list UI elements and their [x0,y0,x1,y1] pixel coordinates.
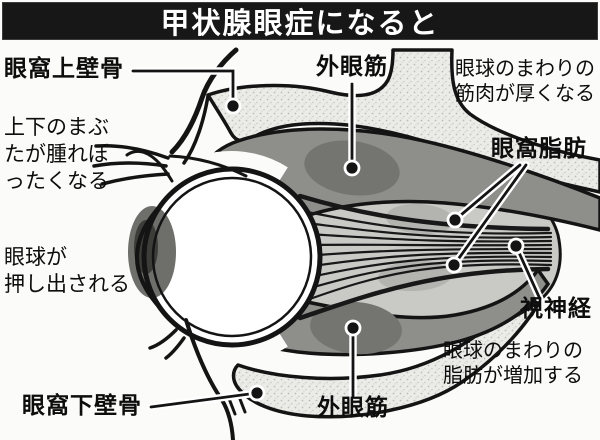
dot-orbital-fat-2 [445,256,463,274]
label-muscle-thicken: 眼球のまわりの 筋肉が厚くなる [455,56,595,105]
leader-orbit-top-bone [131,69,235,108]
dot-optic-nerve [507,237,525,255]
upper-lash-3 [100,172,170,186]
leader-optic-nerve [514,244,542,301]
lower-lash-1 [148,328,178,350]
label-muscle-top: 外眼筋 [316,54,388,80]
dot-orbit-bottom-bone [248,384,266,402]
label-optic-nerve: 視神経 [520,296,592,322]
dot-muscle-top [343,159,361,177]
leader-lines [129,67,544,411]
label-eyelid-swollen: 上下のまぶ たが腫れぼ ったくなる [4,115,109,193]
leader-orbital-fat-2 [452,163,528,267]
label-eye-pushed: 眼球が 押し出される [4,245,130,296]
orbital-bottom-bone-shape [231,277,546,419]
upper-lash-1 [94,144,170,160]
label-orbital-fat: 眼窩脂肪 [491,136,587,162]
dot-muscle-bottom [344,319,362,337]
fat-blob-upper [386,203,454,235]
face-lines [92,47,248,440]
optic-nerve-shape [297,193,553,321]
label-orbit-bottom-bone: 眼窩下壁骨 [22,393,142,419]
leader-orbit-bottom-bone [149,391,259,409]
dot-orbital-fat-1 [446,211,464,229]
dot-orbit-top-bone [224,97,242,115]
lower-lash-2 [164,336,186,360]
leader-orbital-fat-1 [453,163,522,222]
page-title: 甲状腺眼症になると [160,6,440,40]
brow-line [169,47,239,155]
eyelid-pointer [125,149,174,183]
label-muscle-bottom: 外眼筋 [317,395,389,421]
label-fat-increase: 眼球のまわりの 脂肪が増加する [443,338,583,387]
upper-lid-line [168,154,248,178]
title-bar: 甲状腺眼症になると [2,2,598,40]
label-orbit-top-bone: 眼窩上壁骨 [4,56,124,82]
